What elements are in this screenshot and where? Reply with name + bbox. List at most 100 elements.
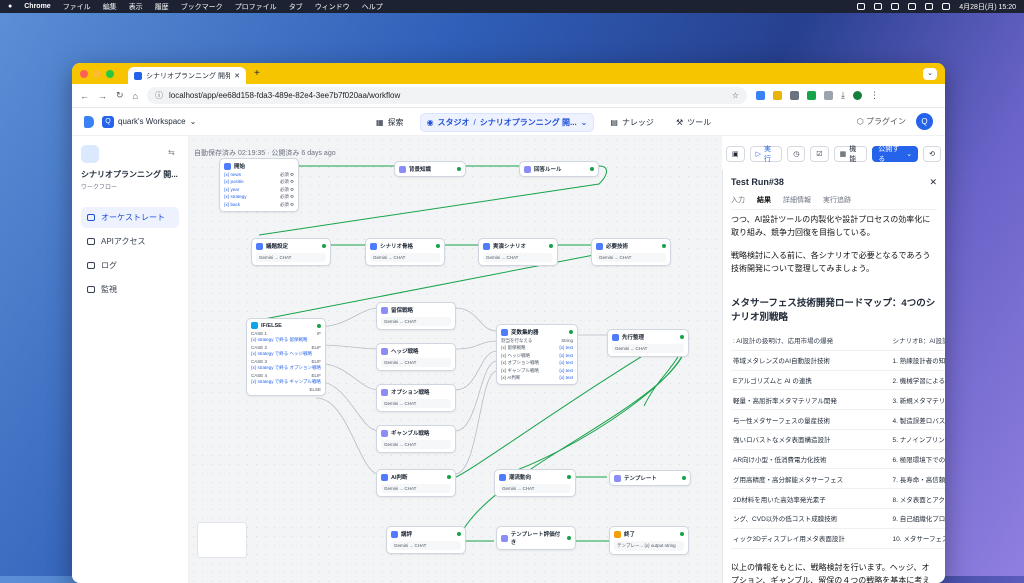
edge <box>454 370 498 475</box>
menu-profiles[interactable]: プロファイル <box>234 3 277 11</box>
features-button[interactable]: ▦機能 <box>833 146 868 163</box>
branch-icon <box>251 322 258 329</box>
more-icon[interactable]: ⋮ <box>869 90 879 100</box>
menu-bookmarks[interactable]: ブックマーク <box>180 3 223 11</box>
result-heading: メタサーフェス技術開発ロードマップ：4つのシナリオ別戦略 <box>731 298 936 323</box>
logo-icon[interactable] <box>84 115 94 128</box>
status-icon[interactable] <box>857 3 866 10</box>
minimap[interactable] <box>197 522 247 558</box>
clock[interactable]: 4月28日(月) 15:20 <box>959 3 1016 11</box>
run-button[interactable]: ▷実行 <box>749 146 783 163</box>
search-icon[interactable] <box>942 3 951 10</box>
tab-search-button[interactable]: ⌄ <box>923 67 937 80</box>
bookmark-star-icon[interactable]: ☆ <box>731 91 739 100</box>
close-tab-icon[interactable]: ✕ <box>234 72 240 80</box>
zoom-window-button[interactable] <box>106 69 114 78</box>
menu-tab[interactable]: タブ <box>288 3 303 11</box>
collapse-sidebar-icon[interactable]: ⇆ <box>168 148 175 157</box>
node-rule[interactable]: 回答ルール <box>519 161 599 177</box>
edge <box>454 340 498 350</box>
download-icon[interactable]: ⤓ <box>840 90 845 100</box>
llm-icon <box>612 333 619 341</box>
menu-edit[interactable]: 編集 <box>102 3 117 11</box>
battery-icon[interactable] <box>908 3 917 10</box>
tab-trace[interactable]: 実行追跡 <box>823 197 851 204</box>
sidebar-item-logs[interactable]: ログ <box>81 255 179 276</box>
sidebar-item-orchestrate[interactable]: オーケストレート <box>81 207 179 228</box>
history-button[interactable]: ◷ <box>787 146 806 162</box>
workflow-canvas[interactable]: 自動保存済み 02:19:35 · 公開済み 6 days ago <box>189 136 722 583</box>
apple-icon[interactable]: ● <box>8 3 13 10</box>
menu-history[interactable]: 履歴 <box>154 3 169 11</box>
puzzle-icon[interactable] <box>823 91 833 100</box>
menu-view[interactable]: 表示 <box>128 3 143 11</box>
extension-icon[interactable] <box>789 91 799 100</box>
code-icon <box>524 165 531 173</box>
sidebar-item-api[interactable]: APIアクセス <box>81 231 179 252</box>
menu-help[interactable]: ヘルプ <box>361 3 383 11</box>
extension-icon[interactable] <box>806 91 816 100</box>
url-field[interactable]: ⓘ localhost/app/ee68d158-fda3-489e-82e4-… <box>146 87 747 104</box>
profile-icon[interactable] <box>852 91 862 100</box>
tab-detail[interactable]: 詳細情報 <box>783 197 811 204</box>
back-icon[interactable]: ← <box>80 90 89 101</box>
new-tab-button[interactable]: + <box>254 68 260 79</box>
nav-explore[interactable]: ▦探索 <box>376 118 404 127</box>
forward-icon[interactable]: → <box>98 90 107 101</box>
version-history-button[interactable]: ⟲ <box>923 146 941 162</box>
tools-icon: ⚒ <box>675 118 684 127</box>
workspace-switcher[interactable]: Q quark's Workspace ⌄ <box>102 115 196 128</box>
llm-icon <box>381 306 388 314</box>
publish-button[interactable]: 公開する⌄ <box>872 146 919 163</box>
node-end[interactable]: 終了テンプレー... {x} output string <box>609 526 689 555</box>
extension-icon[interactable] <box>772 91 782 100</box>
chevron-down-icon: ⌄ <box>906 151 913 158</box>
site-info-icon[interactable]: ⓘ <box>154 91 163 100</box>
nav-tools[interactable]: ⚒ツール <box>675 118 712 127</box>
checklist-button[interactable]: ☑ <box>810 146 829 162</box>
close-icon[interactable]: ✕ <box>929 177 937 187</box>
edge <box>454 307 498 332</box>
browser-tab[interactable]: シナリオプランニング 開発用 // ✕ <box>128 67 246 84</box>
status-icon[interactable] <box>891 3 900 10</box>
env-button[interactable]: ▣ <box>726 146 745 162</box>
nav-knowledge[interactable]: ▤ナレッジ <box>610 118 654 127</box>
plugin-button[interactable]: ⬡ プラグイン <box>856 117 906 126</box>
sidebar-item-monitor[interactable]: 監視 <box>81 279 179 300</box>
node-background[interactable]: 背景知識 <box>394 161 466 177</box>
home-icon[interactable]: ⌂ <box>132 90 138 101</box>
play-icon: ▷ <box>755 151 762 158</box>
minimize-window-button[interactable] <box>93 69 101 78</box>
extension-icon[interactable] <box>755 91 765 100</box>
nav-studio[interactable]: ◉スタジオ/シナリオプランニング 開...⌄ <box>419 113 595 132</box>
menu-window[interactable]: ウィンドウ <box>314 3 350 11</box>
user-avatar[interactable]: Q <box>916 113 933 130</box>
status-icon[interactable] <box>874 3 883 10</box>
node-template[interactable]: テンプレート <box>609 470 691 486</box>
close-window-button[interactable] <box>80 69 88 78</box>
wifi-icon[interactable] <box>925 3 934 10</box>
menu-file[interactable]: ファイル <box>62 3 91 11</box>
menu-app[interactable]: Chrome <box>24 3 51 10</box>
reload-icon[interactable]: ↻ <box>116 90 124 100</box>
node-template-eval[interactable]: テンプレート評価付き <box>496 526 576 550</box>
tab-result[interactable]: 結果 <box>757 197 771 204</box>
tab-input[interactable]: 入力 <box>731 197 745 204</box>
